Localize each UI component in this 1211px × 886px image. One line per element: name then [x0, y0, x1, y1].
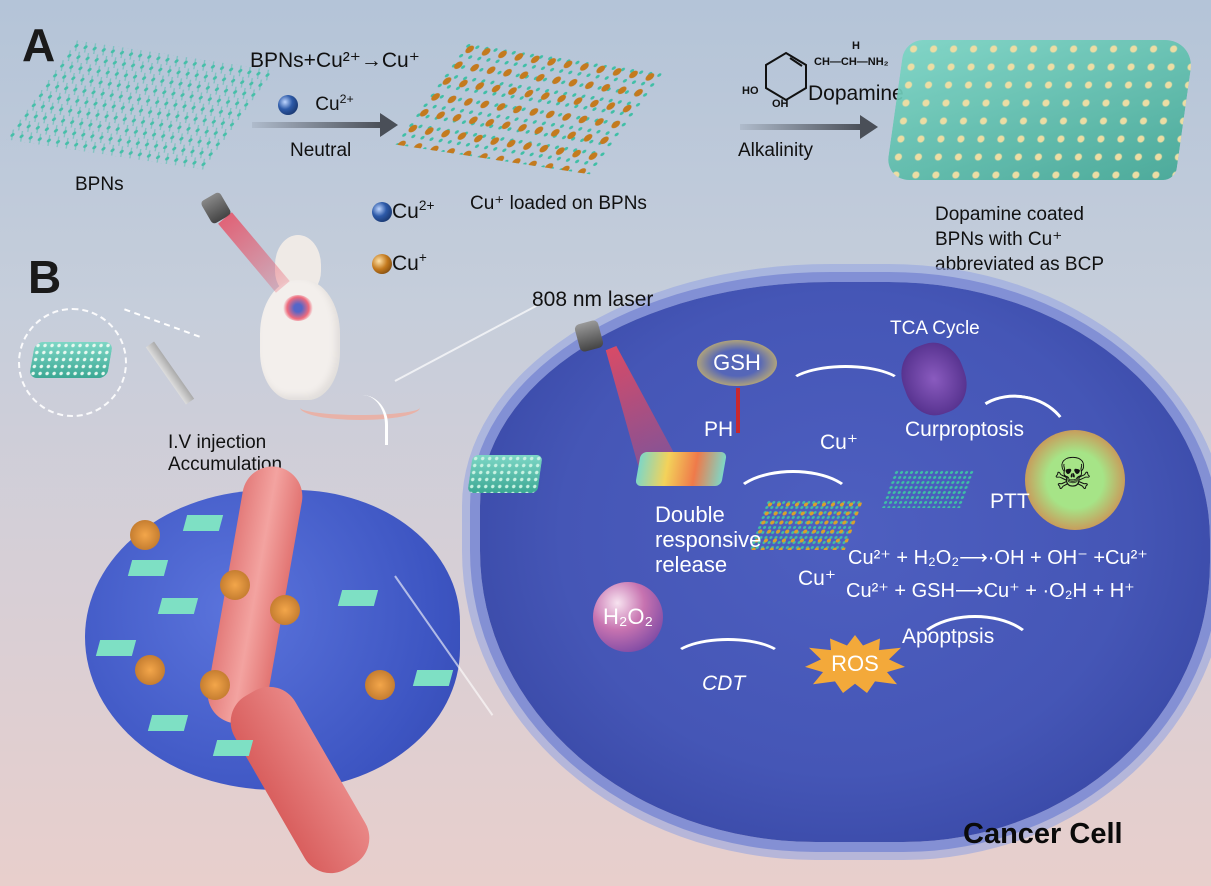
- laser-device-icon: [573, 319, 605, 353]
- arrow-release: [730, 470, 856, 536]
- tumor-cell: [200, 670, 230, 700]
- tumor-cell: [365, 670, 395, 700]
- ph-label: PH: [704, 418, 734, 441]
- zoom-line-top: [394, 305, 537, 382]
- cu2-ion-icon: [372, 202, 392, 223]
- bcp-description: Dopamine coated BPNs with Cu⁺ abbreviate…: [935, 204, 1104, 275]
- legend-cu1: Cu+: [372, 250, 427, 276]
- degraded-bpn-sheet: [748, 500, 864, 550]
- nanosheet-in-tumor: [412, 670, 454, 686]
- dying-cell-icon: [1025, 430, 1125, 530]
- cu-plus-label-lower: Cu⁺: [798, 567, 836, 590]
- tumor-cell: [135, 655, 165, 685]
- nanosheet-in-tumor: [182, 515, 224, 531]
- dopamine-label: Dopamine: [808, 82, 904, 105]
- dopamine-structure: CH—CH—NH₂ H HO OH: [742, 40, 892, 110]
- bcp-nanosheet: [28, 342, 114, 378]
- dashed-connector: [124, 308, 200, 338]
- mouse-illustration: [245, 215, 355, 405]
- gsh-equation: Cu²⁺ + GSH⟶Cu⁺ + ·O₂H + H⁺: [846, 580, 1135, 602]
- cu-loaded-bpn-sheet: [392, 40, 668, 175]
- alkalinity-condition: Alkalinity: [738, 140, 813, 161]
- panel-b-label: B: [28, 251, 62, 303]
- reaction-arrow-1: [252, 113, 398, 137]
- tumor-cell: [270, 595, 300, 625]
- gsh-bubble: GSH: [697, 340, 777, 386]
- cu1-ion-icon: [372, 254, 392, 275]
- ph-red-arrow: [736, 388, 740, 433]
- reaction-arrow-2: [740, 115, 878, 139]
- nanosheet-in-tumor: [147, 715, 189, 731]
- tumor-cell: [220, 570, 250, 600]
- bpns-label: BPNs: [75, 174, 124, 195]
- dopamine-h: H: [852, 40, 860, 52]
- curproptosis-label: Curproptosis: [905, 418, 1025, 441]
- dopamine-oh: OH: [772, 98, 789, 110]
- cdt-label: CDT: [702, 672, 746, 695]
- apoptosis-label: Apoptpsis: [902, 625, 995, 648]
- nanosheet-in-tumor: [212, 740, 254, 756]
- tca-cycle-label: TCA Cycle: [890, 318, 980, 339]
- double-responsive-release-label: Double responsive release: [655, 502, 762, 577]
- bcp-irradiated: [635, 452, 727, 486]
- nanosheet-in-tumor: [337, 590, 379, 606]
- dopamine-chain: CH—CH—NH₂: [814, 56, 889, 68]
- down-arrow-to-tumor: [345, 395, 388, 445]
- dopamine-ho: HO: [742, 85, 759, 97]
- injection-label: I.V injection Accumulation: [168, 432, 283, 475]
- syringe-icon: [145, 341, 195, 405]
- benzene-ring-icon: [765, 51, 807, 102]
- arrow-gsh-to-tca: [785, 365, 906, 411]
- bcp-entering-cell: [467, 455, 543, 493]
- neutral-condition: Neutral: [290, 140, 352, 161]
- bcp-coated-sheet: [885, 40, 1195, 180]
- skull-crossbones-icon: ☠: [1053, 450, 1093, 499]
- bcp-zoom-circle: [18, 308, 127, 417]
- cu-plus-label-upper: Cu⁺: [820, 431, 858, 454]
- cu2-ion-icon: [278, 95, 298, 116]
- empty-bpn-sheet: [881, 470, 975, 508]
- tumor-cell: [130, 520, 160, 550]
- tumor-site-icon: [283, 295, 313, 321]
- reaction-equation-top: BPNs+Cu²⁺→Cu⁺: [250, 49, 420, 72]
- nanosheet-in-tumor: [157, 598, 199, 614]
- ptt-label: PTT: [990, 490, 1030, 513]
- cu2-reagent: Cu2+: [278, 92, 354, 116]
- fenton-equation: Cu²⁺ + H₂O₂⟶·OH + OH⁻ +Cu²⁺: [848, 547, 1148, 569]
- laser-label: 808 nm laser: [532, 288, 654, 311]
- h2o2-bubble: H₂O₂: [593, 582, 663, 652]
- panel-a-label: A: [22, 19, 56, 71]
- legend-cu2: Cu2+: [372, 198, 434, 224]
- nanosheet-in-tumor: [95, 640, 137, 656]
- cu-loaded-label: Cu⁺ loaded on BPNs: [470, 193, 647, 214]
- nanosheet-in-tumor: [127, 560, 169, 576]
- cancer-cell-title: Cancer Cell: [963, 818, 1123, 850]
